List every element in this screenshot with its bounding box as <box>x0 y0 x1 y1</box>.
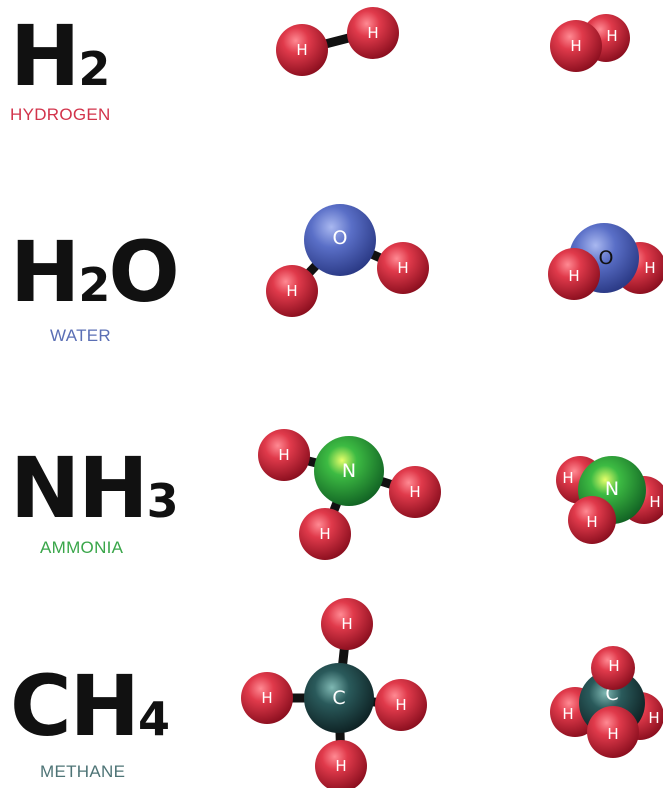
nitrogen-atom <box>314 436 384 506</box>
atom-label: H <box>278 446 289 464</box>
hydrogen-atom <box>276 24 328 76</box>
hydrogen-space-filling: H H <box>550 14 630 72</box>
atom-label: H <box>395 696 406 714</box>
carbon-atom <box>304 663 374 733</box>
ammonia-space-filling: H H N H <box>556 456 663 544</box>
name-methane: METHANE <box>40 762 126 781</box>
hydrogen-atom <box>587 706 639 758</box>
hydrogen-atom <box>258 429 310 481</box>
hydrogen-atom <box>377 242 429 294</box>
water-ball-and-stick: O H H <box>266 204 429 317</box>
atom-label: H <box>319 525 330 543</box>
hydrogen-atom <box>299 508 351 560</box>
atom-label: H <box>608 657 619 675</box>
formula-ammonia: NH3 <box>10 439 179 537</box>
hydrogen-atom <box>241 672 293 724</box>
atom-label: H <box>409 483 420 501</box>
hydrogen-atom <box>550 20 602 72</box>
atom-label: H <box>606 27 617 45</box>
name-hydrogen: HYDROGEN <box>10 105 111 124</box>
atom-label: N <box>342 460 356 482</box>
water-space-filling: H O H <box>548 223 663 300</box>
atom-label: H <box>562 469 573 487</box>
atom-label: H <box>568 267 579 285</box>
hydrogen-atom <box>375 679 427 731</box>
name-ammonia: AMMONIA <box>40 538 124 557</box>
atom-label: H <box>397 259 408 277</box>
atom-label: O <box>333 227 348 249</box>
hydrogen-atom <box>315 740 367 788</box>
atom-label: H <box>261 689 272 707</box>
hydrogen-atom <box>266 265 318 317</box>
atom-label: H <box>335 757 346 775</box>
oxygen-atom <box>304 204 376 276</box>
ammonia-ball-and-stick: H N H H <box>258 429 441 560</box>
atom-label: C <box>332 687 345 709</box>
atom-label: H <box>341 615 352 633</box>
methane-space-filling: H H C H H <box>550 646 663 758</box>
methane-ball-and-stick: H H C H H <box>241 598 427 788</box>
atom-label: N <box>605 478 619 500</box>
hydrogen-atom <box>321 598 373 650</box>
atom-label: H <box>367 24 378 42</box>
hydrogen-ball-and-stick: H H <box>276 7 399 76</box>
formula-water: H2O <box>10 223 180 321</box>
atom-label: H <box>586 513 597 531</box>
atom-label: H <box>562 705 573 723</box>
atom-label: H <box>607 725 618 743</box>
name-water: WATER <box>50 326 111 345</box>
atom-label: H <box>286 282 297 300</box>
atom-label: H <box>296 41 307 59</box>
atom-label: H <box>644 259 655 277</box>
hydrogen-atom <box>389 466 441 518</box>
atom-label: H <box>649 493 660 511</box>
hydrogen-atom <box>548 248 600 300</box>
atom-label: H <box>570 37 581 55</box>
formula-methane: CH4 <box>10 657 170 755</box>
atom-label: O <box>599 247 614 269</box>
formula-hydrogen: H2 <box>10 7 110 105</box>
atom-label: H <box>648 709 659 727</box>
hydrogen-atom <box>347 7 399 59</box>
hydrogen-atom <box>591 646 635 690</box>
hydrogen-atom <box>568 496 616 544</box>
